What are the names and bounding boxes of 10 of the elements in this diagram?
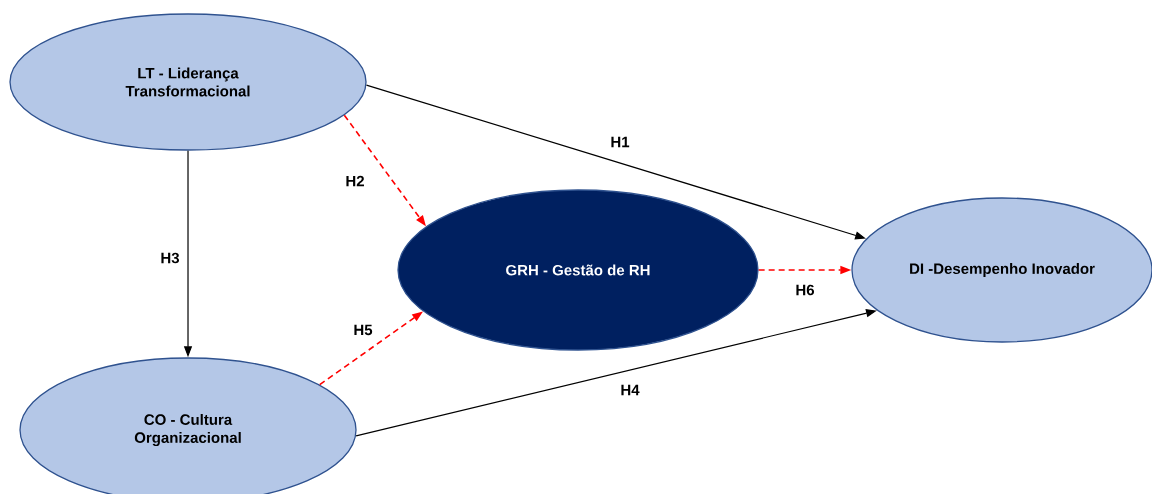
edge-label: H4	[619, 383, 641, 397]
edge-label: H6	[794, 283, 816, 297]
ellipse-node: DI -Desempenho Inovador	[851, 197, 1152, 343]
edge-label: H1	[609, 135, 631, 149]
ellipse-node: LT - Liderança Transformacional	[9, 13, 367, 151]
edge-label: H5	[352, 323, 374, 337]
ellipse-node: GRH - Gestão de RH	[397, 189, 759, 351]
edge-label: H3	[159, 251, 181, 265]
edge-label: H2	[344, 174, 366, 188]
ellipse-node: CO - Cultura Organizacional	[19, 357, 357, 494]
